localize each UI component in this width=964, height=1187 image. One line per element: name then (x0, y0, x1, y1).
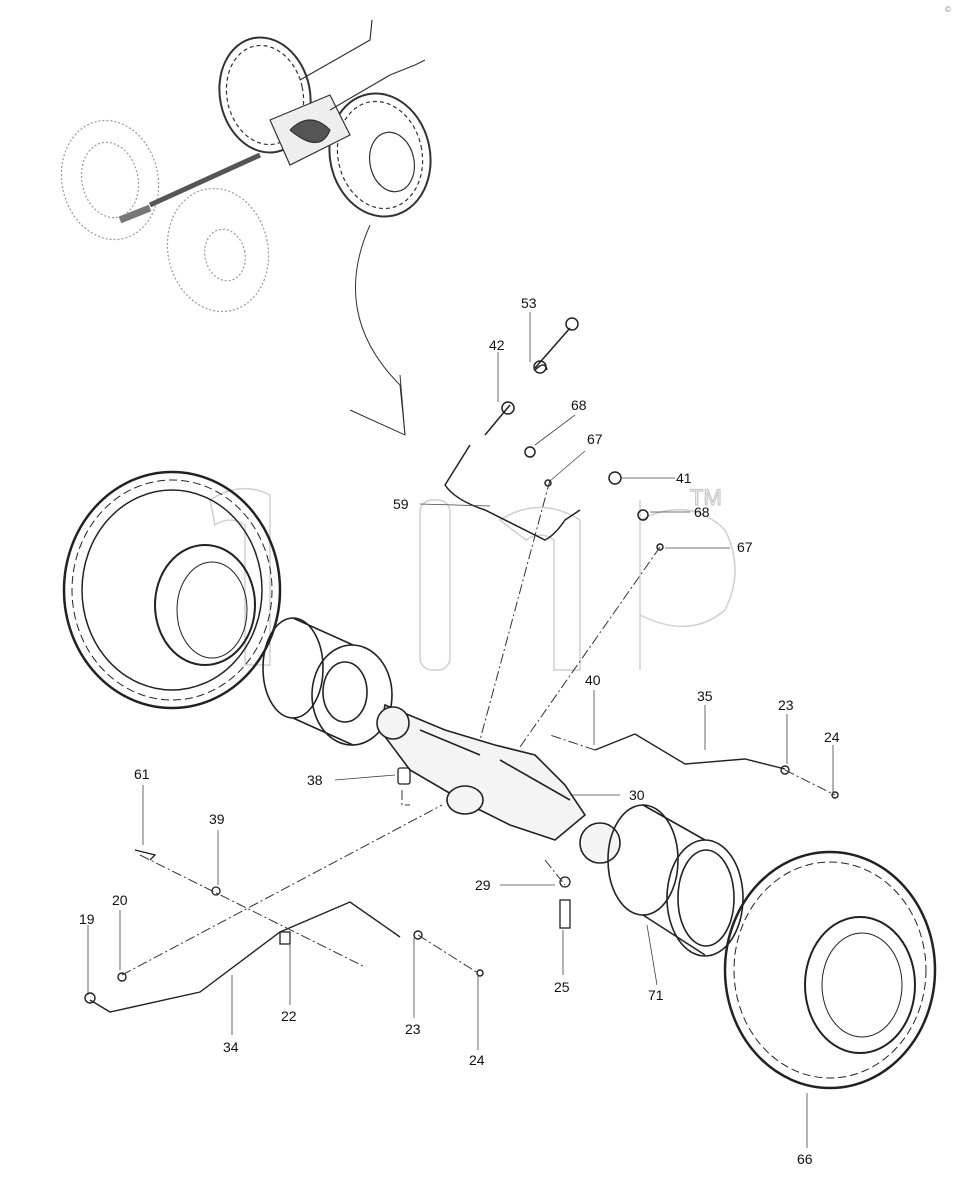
callout-labels: 53 42 68 67 41 59 68 67 40 35 23 24 38 3… (79, 295, 840, 1167)
callout-leaders (87, 312, 834, 1148)
brake-pipe-34 (84, 901, 484, 1013)
callout-25: 25 (554, 979, 570, 995)
watermark-tm: TM (690, 485, 722, 510)
callout-23: 23 (778, 697, 794, 713)
callout-24: 24 (824, 729, 840, 745)
callout-22: 22 (281, 1008, 297, 1024)
callout-68b: 68 (694, 504, 710, 520)
overview-machine (60, 19, 432, 436)
callout-42: 42 (489, 337, 505, 353)
callout-38: 38 (307, 772, 323, 788)
callout-39: 39 (209, 811, 225, 827)
center-lines (121, 479, 836, 976)
callout-20: 20 (112, 892, 128, 908)
callout-24b: 24 (469, 1052, 485, 1068)
corner-mark: © (945, 5, 951, 14)
right-tire (723, 850, 937, 1090)
callout-68: 68 (571, 397, 587, 413)
callout-23b: 23 (405, 1021, 421, 1037)
callout-67b: 67 (737, 539, 753, 555)
callout-40: 40 (585, 672, 601, 688)
callout-66: 66 (797, 1151, 813, 1167)
callout-30: 30 (629, 787, 645, 803)
brake-pipe-35 (594, 733, 839, 799)
callout-67: 67 (587, 431, 603, 447)
callout-19: 19 (79, 911, 95, 927)
watermark: TM (209, 484, 736, 671)
brake-pipe-59 (444, 317, 664, 551)
small-parts (134, 767, 571, 945)
callout-41: 41 (676, 470, 692, 486)
callout-29: 29 (475, 877, 491, 893)
callout-59: 59 (393, 496, 409, 512)
callout-61: 61 (134, 766, 150, 782)
right-rim (607, 804, 744, 957)
left-tire (62, 470, 282, 710)
axle-housing (376, 703, 621, 864)
callout-53: 53 (521, 295, 537, 311)
callout-35: 35 (697, 688, 713, 704)
callout-71: 71 (648, 987, 664, 1003)
left-rim (262, 617, 393, 746)
callout-34: 34 (223, 1039, 239, 1055)
